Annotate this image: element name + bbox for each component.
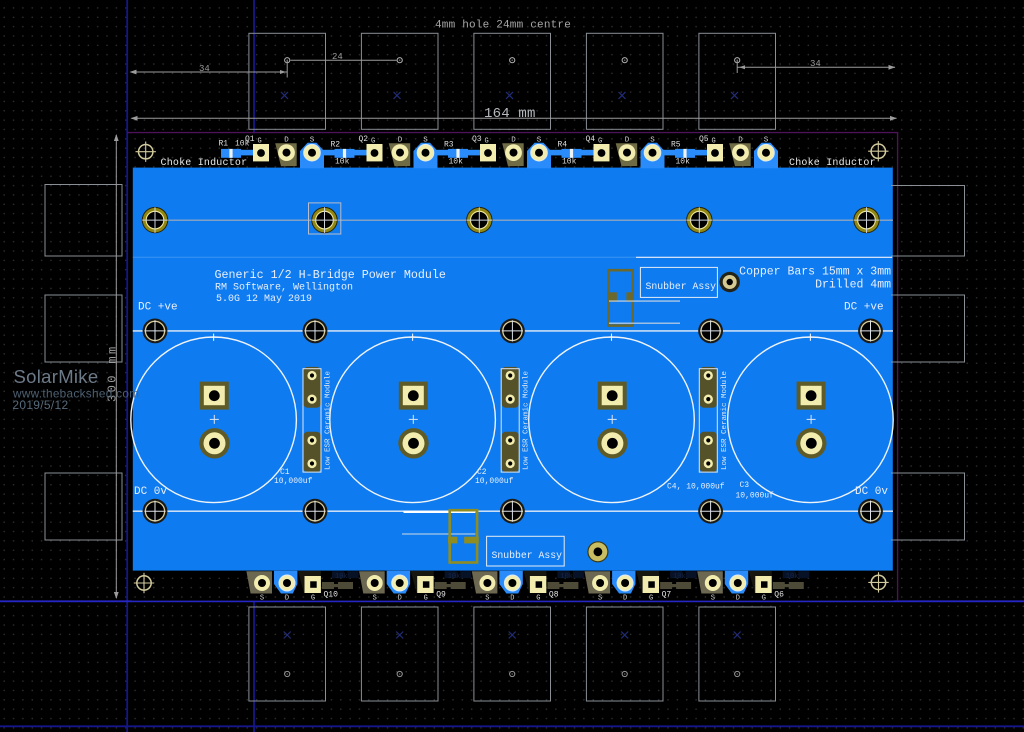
svg-text:S: S <box>598 595 602 603</box>
svg-text:164 mm: 164 mm <box>484 106 536 122</box>
svg-text:D: D <box>510 595 514 603</box>
svg-text:G: G <box>712 138 716 146</box>
svg-text:10k: 10k <box>676 158 691 167</box>
svg-text:G: G <box>485 138 489 146</box>
svg-text:S: S <box>260 595 264 603</box>
svg-text:Q10: Q10 <box>324 591 339 600</box>
svg-text:C4, 10,000uf: C4, 10,000uf <box>667 483 725 492</box>
svg-text:D: D <box>625 136 630 144</box>
svg-text:S: S <box>485 595 489 603</box>
svg-text:www.thebackshed.com: www.thebackshed.com <box>12 387 139 401</box>
svg-text:Q1: Q1 <box>245 135 255 144</box>
svg-text:10,000uf: 10,000uf <box>475 477 514 486</box>
svg-text:10k: 10k <box>335 158 350 167</box>
svg-text:G: G <box>649 595 653 603</box>
svg-text:Generic 1/2 H-Bridge Power Mod: Generic 1/2 H-Bridge Power Module <box>215 268 446 282</box>
svg-text:Q7: Q7 <box>662 591 672 600</box>
svg-text:DC 0v: DC 0v <box>134 486 167 498</box>
svg-text:D: D <box>511 136 516 144</box>
svg-text:D: D <box>284 136 289 144</box>
svg-text:R2: R2 <box>331 141 341 150</box>
svg-text:G: G <box>598 138 602 146</box>
svg-text:D: D <box>398 136 403 144</box>
svg-text:G: G <box>258 138 262 146</box>
svg-text:S: S <box>537 136 542 144</box>
svg-text:10,000uf: 10,000uf <box>736 492 775 501</box>
svg-text:S: S <box>764 136 769 144</box>
svg-text:Choke Inductor: Choke Inductor <box>789 157 876 169</box>
svg-text:G: G <box>424 595 428 603</box>
svg-text:4mm hole 24mm centre: 4mm hole 24mm centre <box>435 20 571 32</box>
svg-text:Q2: Q2 <box>359 135 369 144</box>
svg-text:S: S <box>711 595 715 603</box>
svg-text:Q3: Q3 <box>472 135 482 144</box>
svg-text:C2: C2 <box>477 468 487 477</box>
svg-text:D: D <box>738 136 743 144</box>
svg-text:Low ESR Ceramic Module: Low ESR Ceramic Module <box>523 371 531 470</box>
svg-text:5.0G 12 May 2019: 5.0G 12 May 2019 <box>216 294 312 305</box>
svg-text:DC +ve: DC +ve <box>138 302 178 314</box>
svg-text:10k: 10k <box>673 573 686 581</box>
svg-text:R1: R1 <box>219 139 229 148</box>
svg-text:DC 0v: DC 0v <box>855 486 888 498</box>
svg-text:Snubber Assy: Snubber Assy <box>646 281 717 292</box>
svg-text:DC +ve: DC +ve <box>844 302 884 314</box>
svg-text:300 mm: 300 mm <box>106 344 120 402</box>
svg-text:Low ESR Ceramic Module: Low ESR Ceramic Module <box>325 371 333 470</box>
svg-text:34: 34 <box>199 64 210 74</box>
svg-text:G: G <box>536 595 540 603</box>
svg-text:Q8: Q8 <box>549 591 559 600</box>
svg-text:S: S <box>373 595 377 603</box>
svg-text:S: S <box>650 136 655 144</box>
svg-text:10k: 10k <box>448 573 461 581</box>
svg-text:Q4: Q4 <box>586 135 596 144</box>
svg-text:G: G <box>762 595 766 603</box>
svg-text:G: G <box>371 138 375 146</box>
svg-text:D: D <box>398 595 402 603</box>
svg-text:S: S <box>310 136 315 144</box>
svg-text:10k: 10k <box>562 158 577 167</box>
svg-text:D: D <box>623 595 627 603</box>
svg-text:10k: 10k <box>449 158 464 167</box>
svg-text:D: D <box>736 595 740 603</box>
svg-text:Low ESR Ceramic Module: Low ESR Ceramic Module <box>721 371 729 470</box>
svg-text:C1: C1 <box>280 468 290 477</box>
svg-text:10,000uf: 10,000uf <box>274 477 313 486</box>
svg-text:SolarMike: SolarMike <box>14 366 99 387</box>
svg-text:10k: 10k <box>786 573 799 581</box>
svg-text:Choke Inductor: Choke Inductor <box>161 157 248 169</box>
svg-text:R4: R4 <box>558 141 568 150</box>
svg-text:24: 24 <box>332 52 343 62</box>
svg-text:Copper Bars 15mm x 3mm: Copper Bars 15mm x 3mm <box>739 266 891 279</box>
svg-text:Q6: Q6 <box>774 591 784 600</box>
svg-text:S: S <box>423 136 428 144</box>
svg-text:Q5: Q5 <box>699 135 709 144</box>
svg-text:D: D <box>285 595 289 603</box>
svg-text:Drilled 4mm: Drilled 4mm <box>815 279 891 292</box>
svg-text:RM Software, Wellington: RM Software, Wellington <box>215 282 353 294</box>
svg-text:R5: R5 <box>671 141 681 150</box>
svg-text:R3: R3 <box>444 141 454 150</box>
svg-text:G: G <box>311 595 315 603</box>
svg-text:Snubber Assy: Snubber Assy <box>492 550 563 561</box>
svg-text:2019/5/12: 2019/5/12 <box>12 398 68 412</box>
svg-text:10k: 10k <box>335 573 348 581</box>
svg-text:Q9: Q9 <box>436 591 446 600</box>
svg-text:34: 34 <box>810 59 821 69</box>
svg-text:C3: C3 <box>740 481 750 490</box>
svg-text:10k: 10k <box>235 139 250 148</box>
svg-text:10k: 10k <box>560 573 573 581</box>
